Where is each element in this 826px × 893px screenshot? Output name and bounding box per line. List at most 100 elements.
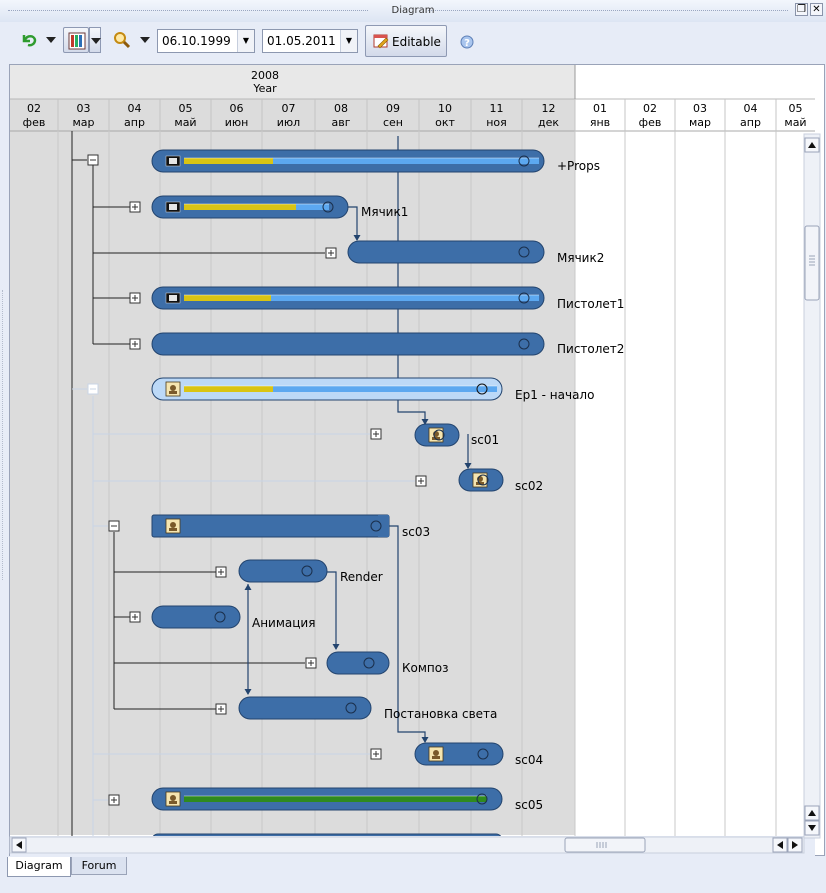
month-name-label: ноя	[486, 116, 507, 129]
task-label-props: +Props	[557, 159, 600, 173]
panel-splitter[interactable]	[2, 290, 6, 580]
collapse-props-toggle[interactable]	[87, 154, 99, 166]
month-name-label: дек	[538, 116, 559, 129]
help-icon[interactable]: ?	[460, 35, 474, 49]
chevron-down-icon	[808, 825, 816, 831]
restore-window-button[interactable]: ❐	[795, 3, 808, 16]
horizontal-scroll-thumb[interactable]	[564, 837, 646, 853]
task-status-circle-icon	[518, 292, 530, 304]
task-bar-pistolet1[interactable]	[151, 286, 545, 310]
expand-kompoz-toggle[interactable]	[305, 657, 317, 669]
month-day-label: 12	[542, 102, 556, 115]
undo-icon[interactable]	[20, 31, 38, 49]
task-bar-sc04[interactable]	[414, 742, 504, 766]
year-header-cell	[10, 65, 575, 99]
task-status-circle-icon	[433, 429, 445, 441]
task-bar-props[interactable]	[151, 149, 545, 173]
window-title: Diagram	[391, 5, 435, 16]
task-bar-ep1[interactable]	[151, 377, 503, 401]
month-day-label: 04	[128, 102, 142, 115]
task-status-circle-icon	[477, 748, 489, 760]
task-label-sc02: sc02	[515, 479, 543, 493]
link-render-kompoz	[327, 571, 337, 649]
horizontal-scrollbar[interactable]	[9, 836, 805, 854]
date-to-field[interactable]: 01.05.2011 ▼	[262, 29, 358, 53]
zoom-dropdown-icon[interactable]	[140, 37, 150, 43]
task-progress-track	[184, 386, 497, 392]
editable-button[interactable]: Editable	[365, 25, 447, 57]
month-name-label: сен	[383, 116, 403, 129]
expand-postanovka-toggle[interactable]	[215, 703, 227, 715]
task-status-circle-icon	[214, 611, 226, 623]
chevron-up-icon	[808, 142, 816, 148]
collapse-ep1-toggle[interactable]	[87, 383, 99, 395]
task-status-circle-icon	[518, 338, 530, 350]
photo-icon	[165, 381, 181, 397]
month-day-label: 05	[789, 102, 803, 115]
expand-animaciya-toggle[interactable]	[129, 611, 141, 623]
expand-render-toggle[interactable]	[215, 566, 227, 578]
task-progress-fill	[184, 204, 296, 210]
close-window-button[interactable]: ✕	[810, 3, 823, 16]
gantt-diagram: 2008Year02фев03мар04апр05май06июн07июл08…	[9, 65, 821, 856]
zoom-icon[interactable]	[113, 31, 131, 49]
expand-pistolet2-toggle[interactable]	[129, 338, 141, 350]
task-bar-sc03[interactable]	[151, 514, 390, 538]
month-day-label: 02	[643, 102, 657, 115]
date-to-dropdown-icon[interactable]: ▼	[340, 30, 357, 52]
task-bar-postanovka[interactable]	[238, 696, 372, 720]
task-progress-track	[184, 796, 487, 802]
task-bar-sc01[interactable]	[414, 423, 460, 447]
task-label-sc01: sc01	[471, 433, 499, 447]
expand-pistolet1-toggle[interactable]	[129, 292, 141, 304]
task-label-animaciya: Анимация	[252, 616, 315, 630]
task-status-circle-icon	[518, 246, 530, 258]
link-arrowhead	[353, 235, 361, 241]
task-bar-render[interactable]	[238, 559, 328, 583]
expand-myachik2-toggle[interactable]	[325, 247, 337, 259]
month-day-label: 05	[179, 102, 193, 115]
task-label-render: Render	[340, 570, 383, 584]
tab-forum[interactable]: Forum	[71, 857, 127, 875]
expand-sc01-toggle[interactable]	[370, 428, 382, 440]
expand-myachik1-toggle[interactable]	[129, 201, 141, 213]
tab-diagram[interactable]: Diagram	[7, 857, 71, 877]
window-titlebar: Diagram ❐ ✕	[0, 0, 826, 22]
expand-sc05-toggle[interactable]	[108, 794, 120, 806]
task-bar-myachik2[interactable]	[347, 240, 545, 264]
task-label-myachik1: Мячик1	[361, 205, 408, 219]
expand-sc04-toggle[interactable]	[370, 748, 382, 760]
task-status-circle-icon	[322, 201, 334, 213]
vertical-scrollbar[interactable]	[803, 133, 821, 839]
gantt-view-button[interactable]	[63, 27, 89, 53]
tab-diagram-label: Diagram	[15, 859, 63, 872]
link-ep1-sc01	[397, 136, 426, 424]
date-to-value: 01.05.2011	[267, 34, 336, 48]
task-bar-animaciya[interactable]	[151, 605, 241, 629]
task-bar-myachik1[interactable]	[151, 195, 349, 219]
task-status-circle-icon	[477, 474, 489, 486]
date-from-dropdown-icon[interactable]: ▼	[237, 30, 254, 52]
task-status-circle-icon	[476, 383, 488, 395]
expand-sc02-toggle[interactable]	[415, 475, 427, 487]
link-arrowhead	[464, 463, 472, 469]
editable-label: Editable	[392, 35, 441, 49]
task-progress-fill	[184, 386, 273, 392]
task-bar-sc05[interactable]	[151, 787, 503, 811]
date-from-value: 06.10.1999	[162, 34, 231, 48]
undo-dropdown-icon[interactable]	[46, 37, 56, 43]
gantt-chart-icon	[68, 32, 86, 50]
chevron-down-icon	[91, 38, 101, 44]
calendar-edit-icon	[373, 34, 389, 49]
task-bar-pistolet2[interactable]	[151, 332, 545, 356]
task-bar-sc02[interactable]	[458, 468, 504, 492]
vertical-scroll-thumb[interactable]	[804, 225, 820, 301]
collapse-sc03-toggle[interactable]	[108, 520, 120, 532]
date-from-field[interactable]: 06.10.1999 ▼	[157, 29, 255, 53]
view-dropdown-button[interactable]	[89, 27, 101, 53]
bottom-tabs: Diagram Forum	[0, 856, 826, 893]
task-bar-kompoz[interactable]	[326, 651, 390, 675]
month-name-label: май	[174, 116, 196, 129]
link-arrowhead	[244, 584, 252, 590]
month-day-label: 01	[593, 102, 607, 115]
